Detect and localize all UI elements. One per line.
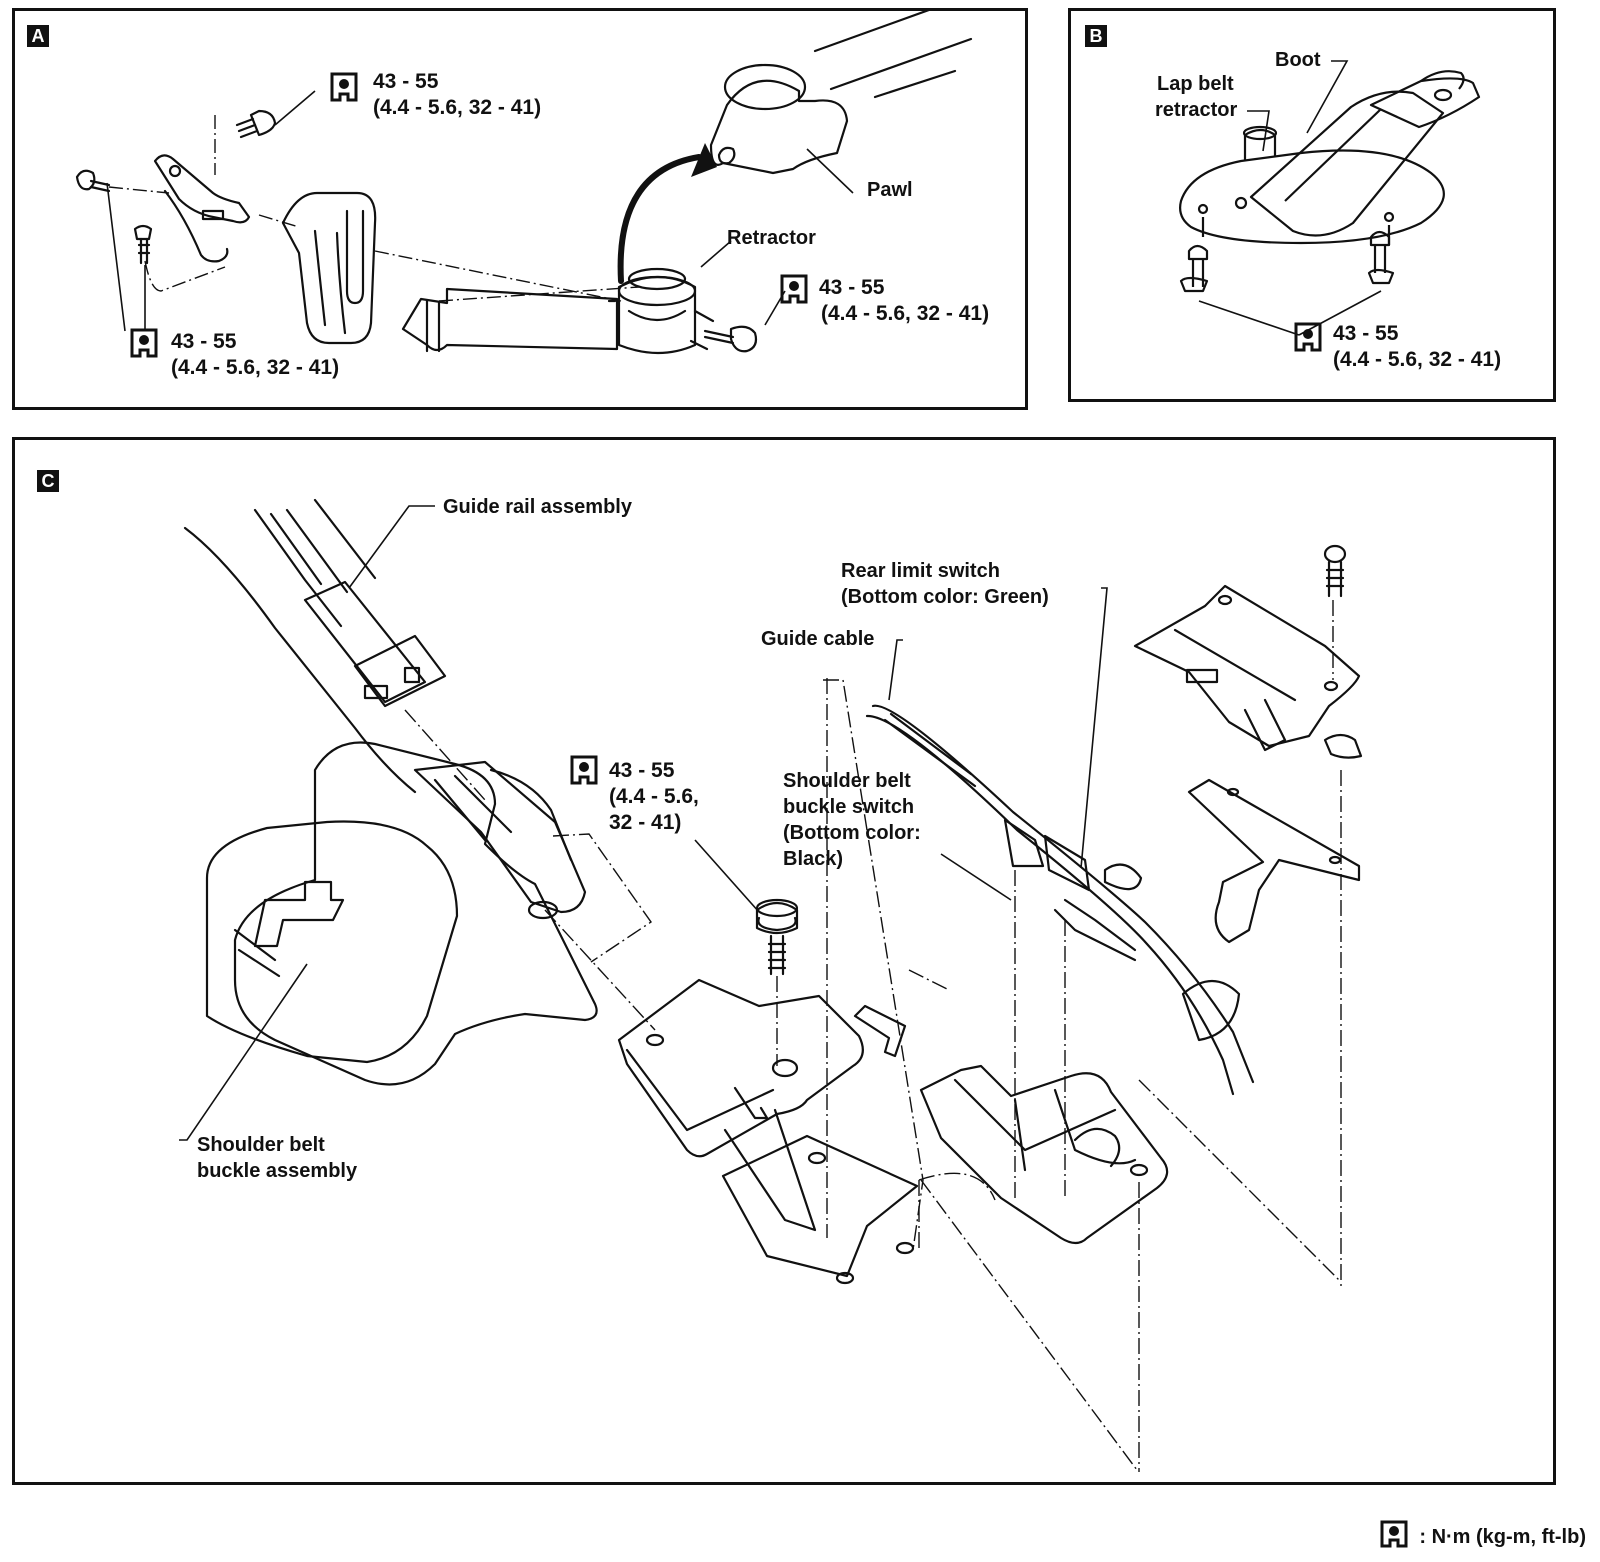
shoulder-belt-buckle-drawing bbox=[205, 741, 598, 1086]
torque-spec-alt: 32 - 41) bbox=[609, 811, 682, 834]
label-boot: Boot bbox=[1275, 49, 1321, 71]
rear-limit-switch-bracket bbox=[1187, 778, 1361, 944]
bolt-icon bbox=[703, 325, 758, 353]
bolt-icon bbox=[1367, 230, 1395, 285]
label-shoulder-belt-buckle-assembly: Shoulder belt bbox=[197, 1134, 325, 1156]
retractor-assembly bbox=[401, 267, 715, 355]
guide-cable-drawing bbox=[865, 704, 1255, 1096]
bolt-icon bbox=[755, 898, 799, 976]
mounting-bracket bbox=[153, 154, 251, 263]
lap-belt-retractor-drawing bbox=[1179, 70, 1481, 245]
label-lap-belt-retractor: retractor bbox=[1155, 99, 1238, 121]
label-rear-limit-switch: Rear limit switch bbox=[841, 560, 1000, 582]
switch-housing-drawing bbox=[853, 1004, 1169, 1245]
panel-tag-a: A bbox=[27, 25, 49, 47]
panel-b: B Boot Lap belt retractor 43 - 55 (4.4 -… bbox=[1068, 8, 1556, 402]
torque-spec-value: 43 - 55 bbox=[609, 759, 675, 782]
bolt-icon bbox=[133, 224, 153, 265]
torque-spec-alt: (4.4 - 5.6, 32 - 41) bbox=[171, 356, 340, 379]
torque-unit-legend: : N·m (kg-m, ft-lb) bbox=[1379, 1519, 1586, 1555]
bolt-icon bbox=[1179, 244, 1209, 293]
torque-spec-value: 43 - 55 bbox=[373, 70, 439, 93]
anchor-plate bbox=[281, 191, 377, 345]
label-retractor: Retractor bbox=[727, 227, 816, 249]
torque-wrench-icon bbox=[329, 71, 359, 108]
label-pawl: Pawl bbox=[867, 179, 913, 201]
panel-tag-b: B bbox=[1085, 25, 1107, 47]
label-rear-limit-switch-color: (Bottom color: Green) bbox=[841, 586, 1049, 608]
label-guide-cable: Guide cable bbox=[761, 628, 875, 650]
torque-spec-alt: (4.4 - 5.6, 32 - 41) bbox=[373, 96, 542, 119]
label-shoulder-belt-buckle-switch: buckle switch bbox=[783, 796, 915, 818]
bolt-icon bbox=[1323, 544, 1347, 598]
retractor-detail bbox=[709, 11, 973, 175]
rear-limit-switch-plate bbox=[1133, 584, 1363, 759]
label-guide-rail-assembly: Guide rail assembly bbox=[443, 496, 632, 518]
torque-wrench-icon bbox=[129, 327, 159, 364]
buckle-base-drawing bbox=[617, 978, 919, 1285]
bolt-icon bbox=[235, 109, 277, 139]
panel-tag-c: C bbox=[37, 470, 59, 492]
label-shoulder-belt-buckle-assembly: buckle assembly bbox=[197, 1160, 358, 1182]
torque-spec-value: 43 - 55 bbox=[819, 276, 885, 299]
label-lap-belt: Lap belt bbox=[1157, 73, 1234, 95]
panel-b-drawing bbox=[1179, 60, 1481, 336]
label-shoulder-belt-buckle-switch: Shoulder belt bbox=[783, 770, 911, 792]
label-shoulder-belt-buckle-switch-color: Black) bbox=[783, 848, 844, 870]
label-shoulder-belt-buckle-switch-color: (Bottom color: bbox=[783, 822, 921, 844]
torque-spec-value: 43 - 55 bbox=[1333, 322, 1399, 345]
torque-spec-alt: (4.4 - 5.6, 32 - 41) bbox=[821, 302, 990, 325]
panel-c-drawing bbox=[179, 498, 1363, 1472]
torque-wrench-icon bbox=[779, 273, 809, 310]
bolt-icon bbox=[75, 169, 111, 193]
torque-spec-alt: (4.4 - 5.6, bbox=[609, 785, 699, 808]
panel-c: C Guide rail assembly Rear limit switch … bbox=[12, 437, 1556, 1485]
torque-spec-alt: (4.4 - 5.6, 32 - 41) bbox=[1333, 348, 1502, 371]
panel-a: A 43 - 55 (4.4 - 5.6, 32 - 41) 43 - 55 (… bbox=[12, 8, 1028, 410]
torque-spec-value: 43 - 55 bbox=[171, 330, 237, 353]
legend-text: : N·m (kg-m, ft-lb) bbox=[1419, 1525, 1586, 1548]
torque-wrench-icon bbox=[1379, 1519, 1409, 1555]
panel-a-drawing bbox=[75, 11, 973, 355]
guide-rail-drawing bbox=[183, 498, 447, 794]
torque-wrench-icon bbox=[569, 754, 599, 791]
torque-wrench-icon bbox=[1293, 321, 1323, 358]
arrow-icon bbox=[617, 154, 702, 284]
